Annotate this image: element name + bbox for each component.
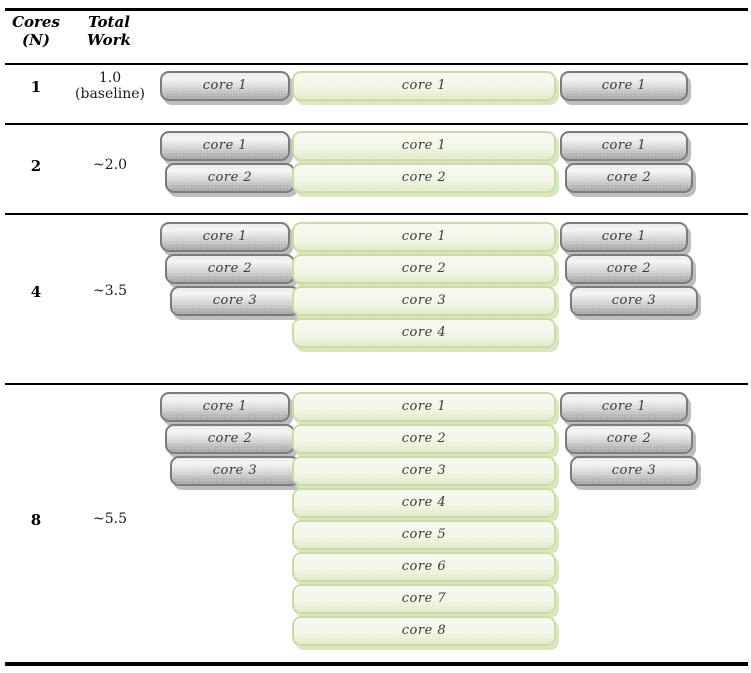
right-core-bar: core 2 [565, 163, 693, 193]
cores-header-line1: Cores [12, 13, 60, 31]
right-core-bar: core 1 [560, 71, 688, 101]
left-core-bar: core 1 [160, 71, 290, 101]
total-work-cell-4: ~3.5 [93, 283, 127, 299]
middle-core-bar: core 1 [292, 71, 556, 101]
middle-core-bar: core 4 [292, 318, 556, 348]
row-separator-3 [5, 383, 748, 385]
right-core-bar: core 3 [570, 286, 698, 316]
middle-core-bar: core 5 [292, 520, 556, 550]
right-core-bar: core 1 [560, 392, 688, 422]
right-core-bar: core 1 [560, 131, 688, 161]
middle-core-bar: core 1 [292, 392, 556, 422]
middle-core-bar: core 1 [292, 131, 556, 161]
work-value-1: 1.0 [98, 70, 122, 86]
left-core-bar: core 2 [165, 424, 295, 454]
header-rule [5, 63, 748, 65]
row-separator-2 [5, 213, 748, 215]
left-core-bar: core 1 [160, 222, 290, 252]
left-core-bar: core 1 [160, 392, 290, 422]
total-work-cell-2: ~2.0 [93, 157, 127, 173]
left-core-bar: core 2 [165, 163, 295, 193]
left-core-bar: core 2 [165, 254, 295, 284]
right-core-bar: core 2 [565, 424, 693, 454]
middle-core-bar: core 8 [292, 616, 556, 646]
middle-core-bar: core 2 [292, 424, 556, 454]
top-rule [5, 8, 748, 11]
middle-core-bar: core 3 [292, 456, 556, 486]
work-column-header: Total Work [76, 13, 142, 49]
work-header-line1: Total [88, 13, 130, 31]
left-core-bar: core 1 [160, 131, 290, 161]
core-count-cell-8: 8 [30, 511, 42, 529]
total-work-cell-1: 1.0 (baseline) [64, 70, 156, 102]
middle-core-bar: core 2 [292, 254, 556, 284]
row-separator-1 [5, 123, 748, 125]
middle-core-bar: core 4 [292, 488, 556, 518]
right-core-bar: core 2 [565, 254, 693, 284]
bottom-rule [5, 662, 748, 666]
middle-core-bar: core 7 [292, 584, 556, 614]
middle-core-bar: core 3 [292, 286, 556, 316]
total-work-cell-8: ~5.5 [93, 511, 127, 527]
work-header-line2: Work [87, 31, 131, 49]
right-core-bar: core 3 [570, 456, 698, 486]
right-core-bar: core 1 [560, 222, 688, 252]
cores-header-line2: (N) [22, 31, 50, 49]
work-note-1: (baseline) [75, 86, 145, 102]
middle-core-bar: core 6 [292, 552, 556, 582]
left-core-bar: core 3 [170, 286, 300, 316]
left-core-bar: core 3 [170, 456, 300, 486]
middle-core-bar: core 1 [292, 222, 556, 252]
cores-column-header: Cores (N) [6, 13, 66, 49]
middle-core-bar: core 2 [292, 163, 556, 193]
core-count-cell-1: 1 [30, 78, 42, 96]
core-count-cell-2: 2 [30, 157, 42, 175]
core-count-cell-4: 4 [30, 283, 42, 301]
